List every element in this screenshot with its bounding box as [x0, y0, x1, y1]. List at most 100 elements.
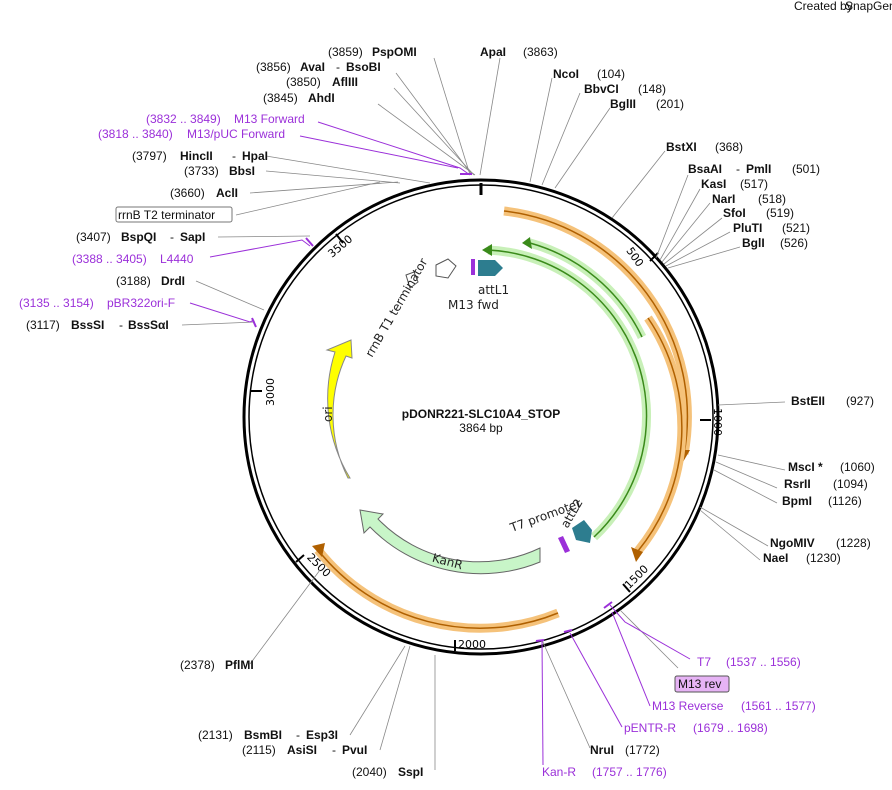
enzyme-name: BglI [742, 236, 765, 250]
feature-name: L4440 [160, 252, 194, 266]
labels-left: (3797) HincII - HpaI (3733) BbsI (3660) … [19, 149, 268, 332]
green-arc-1-arrow [522, 237, 532, 249]
primer-range: (3818 .. 3840) [98, 127, 173, 141]
brand-created-by: Created by [794, 0, 853, 13]
label-separator: - [336, 60, 340, 74]
enzyme-pos: (3863) [523, 45, 558, 59]
feature-range: (1537 .. 1556) [726, 655, 801, 669]
enzyme-name: ApaI [480, 45, 506, 59]
feature-name: rrnB T2 terminator [118, 208, 215, 222]
attl2-arrow[interactable] [572, 520, 592, 543]
label-separator: - [332, 743, 336, 757]
enzyme-name: NcoI [553, 67, 579, 81]
tick-label-1000: 1000 [711, 408, 724, 436]
enzyme-name: SspI [398, 765, 423, 779]
enzyme-name: Esp3I [306, 728, 338, 742]
enzyme-pos: (2378) [180, 658, 215, 672]
feature-range: (3135 .. 3154) [19, 296, 94, 310]
primer-range: (3832 .. 3849) [146, 112, 221, 126]
enzyme-pos: (3660) [170, 186, 205, 200]
enzyme-pos: (1772) [625, 743, 660, 757]
brand-name: SnapGene [845, 0, 892, 13]
attl1-arrow[interactable] [478, 260, 503, 276]
green-arc-1-line [529, 242, 643, 338]
enzyme-pos: (517) [740, 177, 768, 191]
rrnb-t1-arrow[interactable] [435, 258, 457, 279]
labels-top: (3859) PspOMI (3856) AvaI - BsoBI (3850)… [98, 45, 558, 141]
enzyme-pos: (3733) [184, 164, 219, 178]
orange-arc-2-arrow [631, 547, 643, 562]
green-arc-2-line [487, 249, 648, 538]
enzyme-pos: (3850) [286, 75, 321, 89]
enzyme-name: BsaAI [688, 162, 722, 176]
m13-fwd-label: M13 fwd [448, 298, 499, 312]
t7-marker[interactable] [558, 536, 570, 553]
feature-leader-lines [189, 121, 691, 766]
enzyme-name: BsoBI [346, 60, 381, 74]
enzyme-pos: (519) [766, 206, 794, 220]
enzyme-pos: (1228) [836, 536, 871, 550]
enzyme-name: BstEII [791, 394, 825, 408]
enzyme-name: SapI [180, 230, 205, 244]
enzyme-pos: (1126) [828, 494, 862, 508]
orange-arcs [312, 206, 692, 633]
orange-arc-2-line [637, 317, 683, 552]
feature-name: M13 Reverse [652, 699, 724, 713]
enzyme-pos: (3407) [76, 230, 111, 244]
feature-range: (1679 .. 1698) [693, 721, 768, 735]
orange-arc-3-line [317, 549, 559, 629]
enzyme-pos: (501) [792, 162, 820, 176]
feature-name: M13 rev [678, 677, 721, 691]
enzyme-pos: (1230) [806, 551, 841, 565]
enzyme-name: NgoMIV [770, 536, 815, 550]
enzyme-pos: (3117) [26, 318, 60, 332]
enzyme-pos: (3797) [132, 149, 167, 163]
kanr-feature[interactable] [359, 509, 541, 575]
enzyme-pos: (3845) [263, 91, 298, 105]
enzyme-pos: (368) [715, 140, 743, 154]
primer-name: M13 Forward [234, 112, 305, 126]
backbone-outer [242, 178, 720, 656]
ori-feature[interactable] [325, 339, 353, 479]
enzyme-name: PluTI [733, 221, 762, 235]
enzyme-name: BpmI [782, 494, 812, 508]
enzyme-name: BssSαI [128, 318, 169, 332]
label-separator: - [170, 230, 174, 244]
enzyme-name: SfoI [723, 206, 746, 220]
leader-lines [181, 57, 786, 770]
enzyme-name: NruI [590, 743, 614, 757]
enzyme-pos: (3856) [256, 60, 291, 74]
enzyme-name: BstXI [666, 140, 697, 154]
orange-arc-3-arrow [312, 543, 325, 557]
enzyme-name: BspQI [121, 230, 156, 244]
green-arc-2 [487, 245, 652, 541]
enzyme-name: AhdI [308, 91, 335, 105]
rrnb-t2-box [115, 206, 233, 223]
rrnb-t1-small-arrow[interactable] [405, 271, 419, 289]
m13-fwd-marker[interactable] [471, 259, 475, 275]
enzyme-pos: (2131) [198, 728, 233, 742]
enzyme-name: HincII [180, 149, 213, 163]
enzyme-name: PmlI [746, 162, 771, 176]
feature-range: (3388 .. 3405) [72, 252, 147, 266]
enzyme-name: BsmBI [244, 728, 282, 742]
enzyme-pos: (2115) [242, 743, 276, 757]
enzyme-name: NaeI [763, 551, 788, 565]
enzyme-pos: (526) [780, 236, 808, 250]
enzyme-name: AclI [216, 186, 238, 200]
feature-name: Kan-R [542, 765, 576, 779]
label-separator: - [736, 162, 740, 176]
orange-arc-1-line [503, 210, 689, 455]
attl1-label: attL1 [478, 283, 509, 297]
enzyme-name: DrdI [161, 274, 185, 288]
label-separator: - [232, 149, 236, 163]
tick-label-3500: 3500 [325, 232, 355, 260]
enzyme-pos: (1094) [833, 477, 868, 491]
tick-label-2000: 2000 [458, 638, 486, 651]
enzyme-name: KasI [701, 177, 726, 191]
enzyme-name: BssSI [71, 318, 104, 332]
primer-name: M13/pUC Forward [187, 127, 285, 141]
enzyme-name: RsrII [784, 477, 811, 491]
